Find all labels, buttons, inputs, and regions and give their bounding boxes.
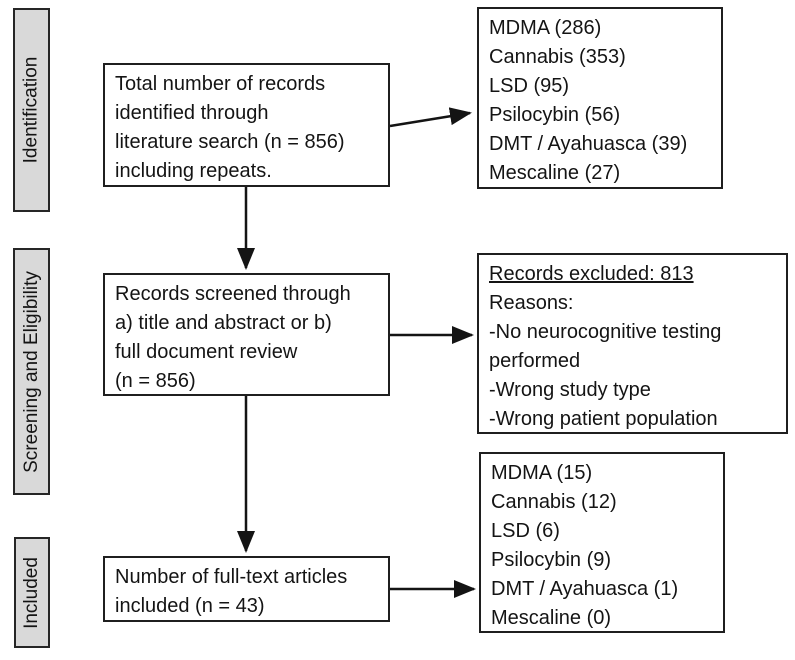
drug-count-item: LSD (95) [489,75,570,97]
box-records-screened: Records screened through a) title and ab… [103,273,390,396]
drug-count-item: DMT / Ayahuasca (1) [491,578,679,600]
stage-label-text: Screening and Eligibility [20,270,42,473]
excluded-reason-item: -Wrong study type [489,379,651,401]
stage-label-included: Included [14,537,50,648]
excluded-reason-item: -Wrong patient population [489,408,718,430]
text-line: (n = 856) [115,370,196,392]
box-full-text-included: Number of full-text articles included (n… [103,556,390,622]
excluded-reasons-heading: Reasons: [489,292,574,314]
text-line: literature search (n = 856) [115,131,345,153]
text-line: full document review [115,341,298,363]
stage-label-identification: Identification [13,8,50,212]
box-records-identified: Total number of records identified throu… [103,63,390,187]
drug-count-item: Psilocybin (56) [489,104,621,126]
drug-count-item: MDMA (15) [491,462,593,484]
text-line: including repeats. [115,160,272,182]
drug-count-item: Cannabis (353) [489,46,626,68]
box-included-by-drug: MDMA (15) Cannabis (12) LSD (6) Psilocyb… [479,452,725,633]
text-line: Number of full-text articles [115,566,348,588]
box-records-excluded: Records excluded: 813 Reasons: -No neuro… [477,253,788,434]
text-line: a) title and abstract or b) [115,312,332,334]
stage-label-screening-eligibility: Screening and Eligibility [13,248,50,495]
stage-label-text: Identification [20,56,42,164]
drug-count-item: DMT / Ayahuasca (39) [489,133,688,155]
drug-count-item: Mescaline (0) [491,607,612,629]
drug-count-item: Psilocybin (9) [491,549,612,571]
excluded-title: Records excluded: 813 [489,263,694,285]
drug-count-item: Cannabis (12) [491,491,617,513]
arrow-identified-to-drugs [389,107,472,128]
drug-count-item: Mescaline (27) [489,162,621,184]
text-line: Records screened through [115,283,351,305]
drug-count-item: LSD (6) [491,520,560,542]
box-identified-by-drug: MDMA (286) Cannabis (353) LSD (95) Psilo… [477,7,723,189]
text-line: Total number of records [115,73,326,95]
excluded-reason-item: -No neurocognitive testing performed [489,321,722,372]
stage-label-text: Included [21,556,42,629]
drug-count-item: MDMA (286) [489,17,602,39]
text-line: included (n = 43) [115,595,265,617]
text-line: identified through [115,102,269,124]
